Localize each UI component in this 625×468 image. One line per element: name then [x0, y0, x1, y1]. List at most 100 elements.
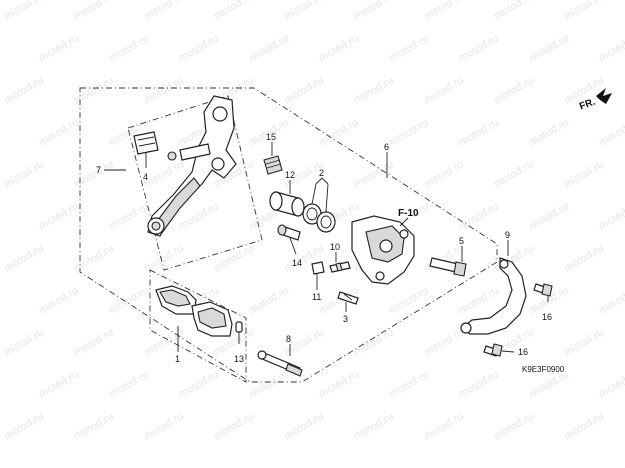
watermark-text-107: motod.ru	[492, 410, 536, 442]
callout-2: 2	[319, 168, 324, 178]
watermark-text-90: motod.ru	[37, 368, 81, 400]
watermark-text-52: motod.ru	[177, 200, 221, 232]
callout-1: 1	[175, 354, 180, 364]
callout-3: 3	[343, 314, 348, 324]
figure-code: K9E3F0900	[522, 365, 565, 374]
watermark-text-20: motod.ru	[2, 74, 46, 106]
watermark-text-80: motod.ru	[2, 326, 46, 358]
watermark-text-36: motod.ru	[457, 116, 501, 148]
pad-spring	[337, 291, 359, 305]
callout-6: 6	[384, 142, 389, 152]
watermark-text-27: motod.ru	[492, 74, 536, 106]
watermark-text-11: motod.ru	[107, 32, 151, 64]
bleeder-valve	[329, 261, 351, 273]
watermark-text-50: motod.ru	[37, 200, 81, 232]
watermark-text-88: motod.ru	[562, 326, 606, 358]
watermark-text-42: motod.ru	[142, 158, 186, 190]
watermark-text-25: motod.ru	[352, 74, 396, 106]
callout-4: 4	[143, 172, 148, 182]
watermark-text-16: motod.ru	[457, 32, 501, 64]
caliper-slide-pin	[277, 224, 301, 241]
watermark-text-101: motod.ru	[72, 410, 116, 442]
watermark-text-56: motod.ru	[457, 200, 501, 232]
caliper-body	[351, 215, 415, 285]
watermark-text-76: motod.ru	[457, 284, 501, 316]
watermark-text-71: motod.ru	[107, 284, 151, 316]
callout-14: 14	[292, 258, 302, 268]
watermark-text-0: motod.ru	[2, 0, 46, 23]
callout-12: 12	[285, 170, 295, 180]
watermark-text-51: motod.ru	[107, 200, 151, 232]
watermark-text-105: motod.ru	[352, 410, 396, 442]
watermark-text-10: motod.ru	[37, 32, 81, 64]
callout-5: 5	[459, 236, 464, 246]
caliper-guard	[460, 257, 527, 335]
watermark-text-91: motod.ru	[107, 368, 151, 400]
pad-group-outline	[149, 269, 247, 383]
watermark-text-95: motod.ru	[387, 368, 431, 400]
watermark-text-18: motod.ru	[597, 32, 625, 64]
watermark-text-47: motod.ru	[492, 158, 536, 190]
watermark-text-57: motod.ru	[527, 200, 571, 232]
watermark-text-40: motod.ru	[2, 158, 46, 190]
callout-7: 7	[96, 165, 101, 175]
watermark-text-75: motod.ru	[387, 284, 431, 316]
caliper-bracket	[147, 95, 237, 237]
watermark-text-17: motod.ru	[527, 32, 571, 64]
watermark-text-60: motod.ru	[2, 242, 46, 274]
watermark-text-2: motod.ru	[142, 0, 186, 23]
pad-pin	[257, 350, 303, 377]
watermark-text-93: motod.ru	[247, 368, 291, 400]
watermark-text-6: motod.ru	[422, 0, 466, 23]
watermark-text-63: motod.ru	[212, 242, 256, 274]
watermark-text-37: motod.ru	[527, 116, 571, 148]
watermark-text-58: motod.ru	[597, 200, 625, 232]
watermark-text-35: motod.ru	[387, 116, 431, 148]
callout-16-lower: 16	[518, 347, 528, 357]
front-arrow-icon	[596, 88, 612, 104]
watermark-text-92: motod.ru	[177, 368, 221, 400]
caliper-piston	[269, 191, 305, 217]
bleeder-cap	[311, 261, 325, 275]
watermark-text-24: motod.ru	[282, 74, 326, 106]
section-reference: F-10	[398, 208, 419, 219]
callout-15: 15	[266, 132, 276, 142]
watermark-text-15: motod.ru	[387, 32, 431, 64]
pad-pin-plug	[235, 321, 243, 333]
watermark-text-104: motod.ru	[282, 410, 326, 442]
front-label: FR.	[578, 97, 597, 113]
callout-8: 8	[286, 334, 291, 344]
callout-13: 13	[234, 354, 244, 364]
front-direction-indicator: FR.	[578, 88, 612, 113]
watermark-text-103: motod.ru	[212, 410, 256, 442]
watermark-text-13: motod.ru	[247, 32, 291, 64]
watermark-text-106: motod.ru	[422, 410, 466, 442]
callout-10: 10	[330, 242, 340, 252]
watermark-text-7: motod.ru	[492, 0, 536, 23]
caliper-assembly-outline	[79, 87, 498, 383]
callout-11: 11	[312, 292, 321, 302]
watermark-text-70: motod.ru	[37, 284, 81, 316]
piston-seals	[302, 203, 336, 233]
watermark-text-41: motod.ru	[72, 158, 116, 190]
caliper-bolt	[429, 257, 467, 277]
watermark-text-61: motod.ru	[72, 242, 116, 274]
watermark-text-21: motod.ru	[72, 74, 116, 106]
watermark-text-68: motod.ru	[562, 242, 606, 274]
watermark-text-81: motod.ru	[72, 326, 116, 358]
watermark-text-96: motod.ru	[457, 368, 501, 400]
dust-seal	[263, 155, 283, 175]
watermark-text-3: motod.ru	[212, 0, 256, 23]
watermark-text-8: motod.ru	[562, 0, 606, 23]
watermark-text-30: motod.ru	[37, 116, 81, 148]
watermark-text-5: motod.ru	[352, 0, 396, 23]
brake-pads	[155, 285, 233, 337]
watermark-text-78: motod.ru	[597, 284, 625, 316]
leader-lines	[104, 142, 549, 356]
watermark-text-1: motod.ru	[72, 0, 116, 23]
watermark-text-46: motod.ru	[422, 158, 466, 190]
watermark-text-14: motod.ru	[317, 32, 361, 64]
watermark-text-73: motod.ru	[247, 284, 291, 316]
watermark-text-85: motod.ru	[352, 326, 396, 358]
